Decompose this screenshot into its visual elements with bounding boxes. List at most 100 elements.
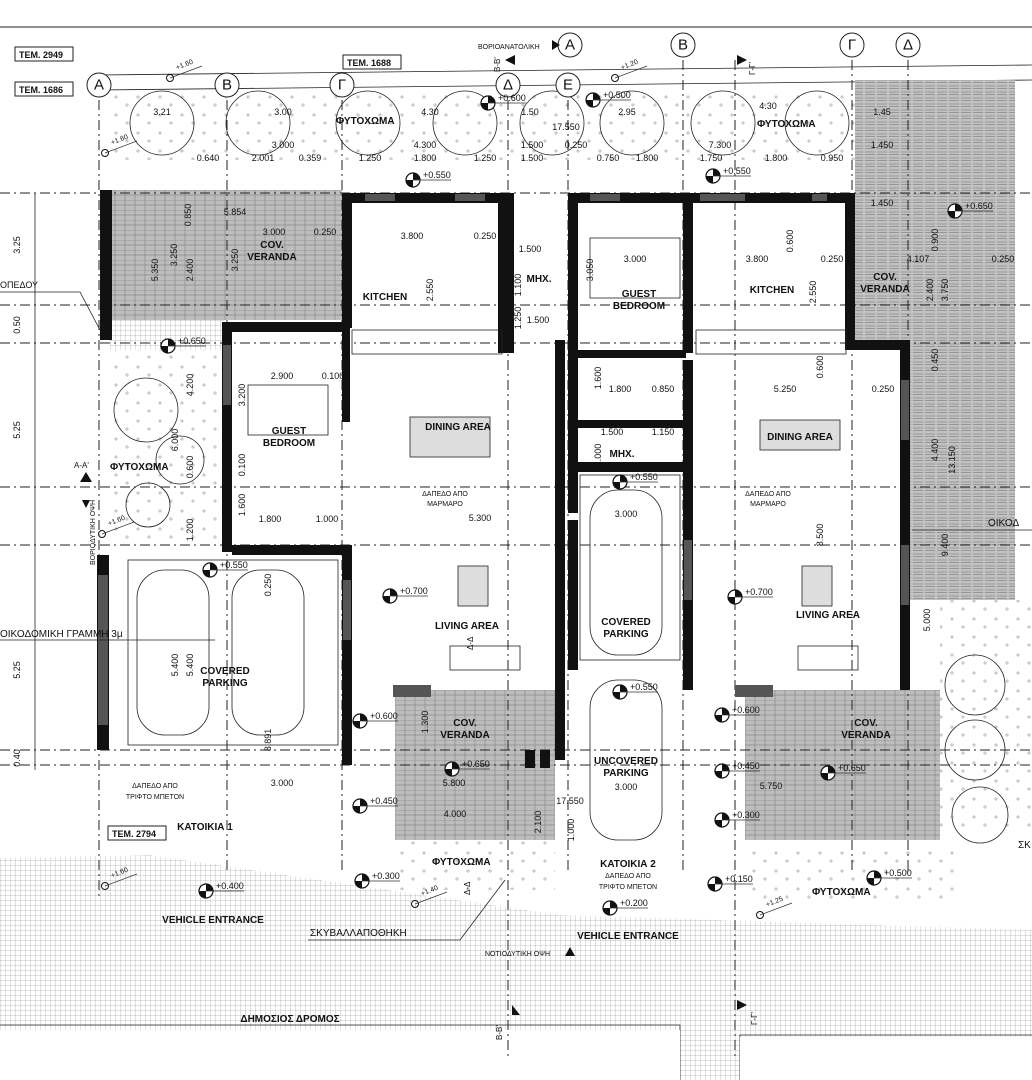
elevation-marker: +0.700 [727, 587, 773, 605]
svg-text:+0.700: +0.700 [745, 587, 773, 597]
parcel-label: ΤΕΜ. 1686 [19, 85, 63, 95]
svg-text:1.500: 1.500 [519, 244, 542, 254]
parcel-label: ΤΕΜ. 2794 [112, 829, 156, 839]
svg-text:1.500: 1.500 [521, 153, 544, 163]
svg-text:3.250: 3.250 [230, 249, 240, 272]
svg-text:Β: Β [678, 37, 688, 54]
svg-text:VERANDA: VERANDA [247, 252, 296, 263]
room-label-living-1: LIVING AREA [435, 621, 499, 632]
svg-text:0.50: 0.50 [12, 316, 22, 334]
planting-label: ΦΥΤΟΧΩΜΑ [110, 462, 169, 473]
axis-bubble: Β [670, 32, 696, 58]
axis-bubble: Α [557, 32, 583, 58]
svg-text:0.750: 0.750 [597, 153, 620, 163]
svg-text:+0.500: +0.500 [603, 90, 631, 100]
room-label-mhx-1: ΜΗΧ. [527, 274, 552, 285]
svg-text:0.900: 0.900 [930, 229, 940, 252]
svg-text:+0.500: +0.500 [884, 868, 912, 878]
public-road-label: ΔΗΜΟΣΙΟΣ ΔΡΟΜΟΣ [240, 1014, 339, 1025]
svg-text:3.000: 3.000 [624, 254, 647, 264]
svg-text:VERANDA: VERANDA [440, 730, 489, 741]
tree-icons [113, 90, 1009, 844]
svg-text:2.001: 2.001 [252, 153, 275, 163]
room-label-covered-parking-1: COVERED [200, 666, 249, 677]
walls [97, 190, 565, 768]
svg-text:1.500: 1.500 [521, 140, 544, 150]
svg-text:5.400: 5.400 [185, 654, 195, 677]
svg-text:5.250: 5.250 [774, 384, 797, 394]
svg-text:ΒΟΡΙΟΔΥΤΙΚΗ ΟΨΗ: ΒΟΡΙΟΔΥΤΙΚΗ ΟΨΗ [90, 500, 97, 565]
refuse-store-label: ΣΚΥΒΑΛΛΑΠΟΘΗΚΗ [310, 928, 407, 939]
svg-text:0.950: 0.950 [821, 153, 844, 163]
svg-text:+0.650: +0.650 [965, 201, 993, 211]
room-label-mhx-2: ΜΗΧ. [610, 449, 635, 460]
svg-text:VERANDA: VERANDA [860, 284, 909, 295]
svg-text:Β-Β': Β-Β' [495, 1025, 504, 1040]
svg-text:0.250: 0.250 [314, 227, 337, 237]
elevation-marker: +0.550 [612, 472, 658, 490]
svg-text:Β-Β': Β-Β' [493, 57, 502, 72]
svg-text:0.640: 0.640 [197, 153, 220, 163]
svg-text:0.250: 0.250 [474, 231, 497, 241]
svg-text:1.250: 1.250 [513, 307, 523, 330]
svg-text:+0.450: +0.450 [732, 761, 760, 771]
svg-text:ΣΚ: ΣΚ [1018, 840, 1031, 851]
grid-axis-bubbles: Α Β Γ Δ Ε Α Β Γ Δ [86, 32, 921, 98]
vehicle-entrance-2-label: VEHICLE ENTRANCE [577, 931, 679, 942]
svg-text:5.350: 5.350 [150, 259, 160, 282]
room-label-dining-1: DINING AREA [425, 422, 491, 433]
svg-text:+0.300: +0.300 [372, 871, 400, 881]
room-label-cov-veranda-1: COV. [260, 240, 284, 251]
elevation-marker: +0.600 [480, 93, 526, 111]
svg-text:1.150: 1.150 [652, 427, 675, 437]
svg-text:+0.200: +0.200 [620, 898, 648, 908]
axis-bubble: Γ [839, 32, 865, 58]
elevation-markers: +0.600 +0.500 +0.550 +0.550 +0.650 +0.650 +0.5… [160, 90, 993, 916]
svg-text:4.30: 4.30 [759, 101, 777, 111]
svg-text:8.891: 8.891 [263, 729, 273, 752]
svg-text:1.600: 1.600 [237, 494, 247, 517]
svg-text:0.600: 0.600 [785, 230, 795, 253]
room-label-kitchen-1: KITCHEN [363, 292, 407, 303]
svg-text:2.400: 2.400 [925, 279, 935, 302]
room-label-covered-parking-2: COVERED [601, 617, 650, 628]
svg-text:3.000: 3.000 [615, 782, 638, 792]
svg-text:0.250: 0.250 [565, 140, 588, 150]
svg-text:ΒΟΡΙΟΑΝΑΤΟΛΙΚΗ: ΒΟΡΙΟΑΝΑΤΟΛΙΚΗ [478, 44, 540, 51]
svg-text:1.450: 1.450 [871, 198, 894, 208]
svg-text:Γ: Γ [338, 77, 346, 94]
elevation-marker: +0.550 [705, 166, 751, 184]
svg-text:5.854: 5.854 [224, 207, 247, 217]
svg-text:0.600: 0.600 [185, 456, 195, 479]
svg-text:17.550: 17.550 [552, 122, 580, 132]
axis-bubble: Α [86, 72, 112, 98]
svg-text:0.40: 0.40 [12, 749, 22, 767]
svg-text:+0.650: +0.650 [838, 763, 866, 773]
svg-text:+0.450: +0.450 [370, 796, 398, 806]
svg-text:3.000: 3.000 [272, 140, 295, 150]
svg-text:7.300: 7.300 [709, 140, 732, 150]
svg-text:4.300: 4.300 [414, 140, 437, 150]
svg-text:+0.550: +0.550 [723, 166, 751, 176]
parcel-label: ΤΕΜ. 2949 [19, 50, 63, 60]
svg-text:Ε: Ε [563, 77, 573, 94]
svg-text:ΜΑΡΜΑΡΟ: ΜΑΡΜΑΡΟ [427, 501, 463, 508]
svg-text:+0.150: +0.150 [725, 874, 753, 884]
svg-text:3.00: 3.00 [274, 107, 292, 117]
svg-text:2.95: 2.95 [618, 107, 636, 117]
svg-text:1.450: 1.450 [871, 140, 894, 150]
svg-text:13.150: 13.150 [947, 446, 957, 474]
furniture [247, 237, 859, 671]
svg-text:0.600: 0.600 [815, 356, 825, 379]
elevation-marker: +0.550 [405, 170, 451, 188]
elevation-marker: +0.600 [352, 711, 398, 729]
room-label-guest-bedroom-1: GUEST [272, 426, 306, 437]
svg-text:2.550: 2.550 [808, 281, 818, 304]
svg-text:3.750: 3.750 [940, 279, 950, 302]
svg-text:ΤΡΙΦΤΟ ΜΠΕΤΟΝ: ΤΡΙΦΤΟ ΜΠΕΤΟΝ [599, 884, 657, 891]
svg-text:9.400: 9.400 [940, 534, 950, 557]
svg-text:ΤΡΙΦΤΟ ΜΠΕΤΟΝ: ΤΡΙΦΤΟ ΜΠΕΤΟΝ [126, 794, 184, 801]
svg-text:BEDROOM: BEDROOM [263, 438, 315, 449]
svg-text:VERANDA: VERANDA [841, 730, 890, 741]
